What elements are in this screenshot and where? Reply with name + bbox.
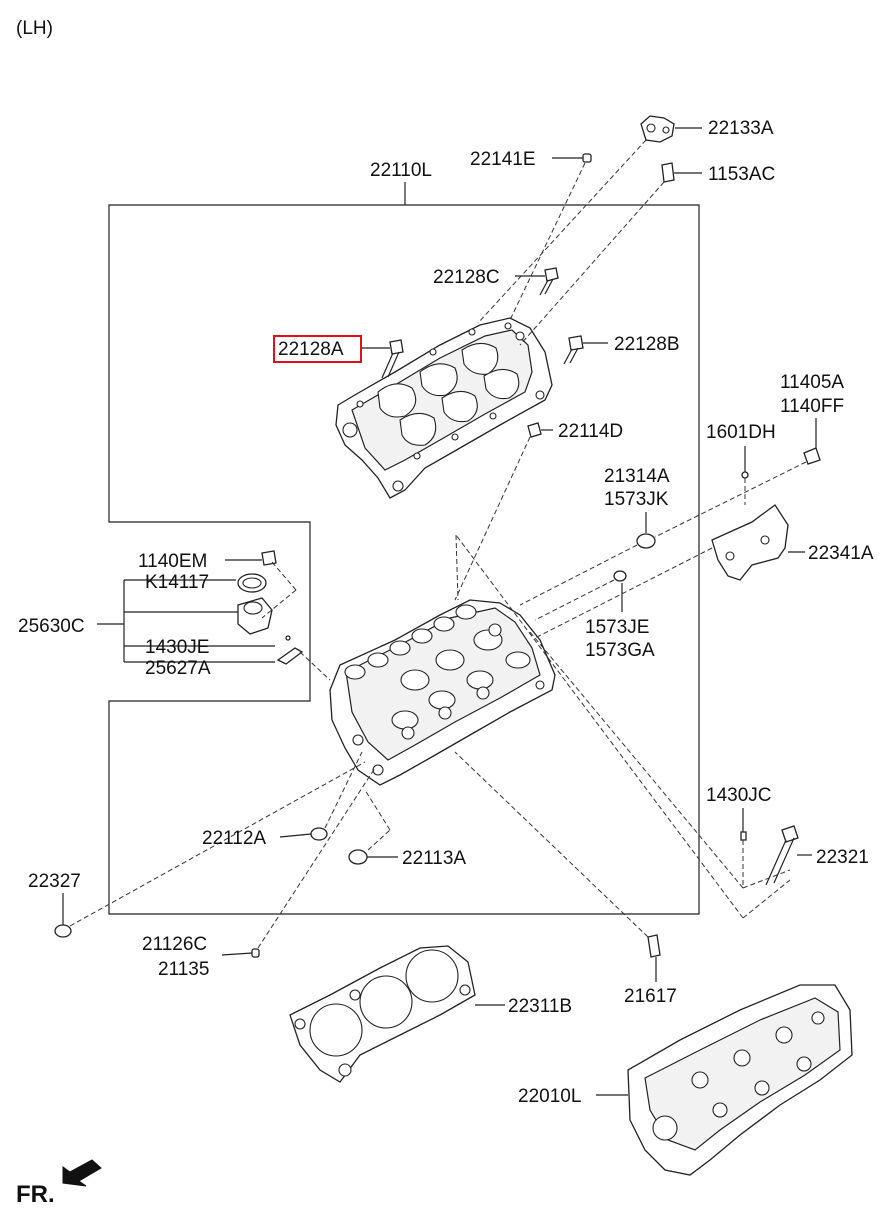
small-parts — [54, 115, 853, 1176]
callout-22133A[interactable]: 22133A — [708, 118, 774, 139]
front-label: FR. — [16, 1181, 55, 1208]
callout-21314A[interactable]: 21314A — [604, 466, 670, 487]
callout-K14117[interactable]: K14117 — [145, 572, 209, 593]
highlight-box — [273, 335, 362, 363]
callout-22113A[interactable]: 22113A — [402, 848, 466, 869]
callout-22321[interactable]: 22321 — [816, 847, 869, 868]
cam-carrier-drawing — [335, 317, 553, 499]
callout-22110L[interactable]: 22110L — [370, 160, 432, 181]
callout-22327[interactable]: 22327 — [28, 871, 81, 892]
callout-1153AC[interactable]: 1153AC — [708, 164, 775, 185]
leader-lines — [62, 127, 817, 1096]
callout-22128A[interactable]: 22128A — [278, 339, 344, 360]
view-label: (LH) — [16, 18, 53, 39]
callout-1573JE[interactable]: 1573JE — [585, 617, 649, 638]
callout-1573GA[interactable]: 1573GA — [585, 640, 655, 661]
callout-1430JC[interactable]: 1430JC — [706, 785, 772, 806]
callout-21126C[interactable]: 21126C — [142, 934, 207, 955]
callout-22128C[interactable]: 22128C — [433, 267, 500, 288]
callout-22112A[interactable]: 22112A — [202, 828, 266, 849]
callout-1140EM[interactable]: 1140EM — [138, 551, 207, 572]
callout-1140FF[interactable]: 1140FF — [780, 396, 844, 417]
callout-25627A[interactable]: 25627A — [145, 658, 211, 679]
front-direction-indicator: FR. — [16, 1159, 102, 1208]
callout-22341A[interactable]: 22341A — [808, 543, 874, 564]
front-arrow-icon — [62, 1159, 102, 1187]
part-callouts: 22110L 22133A 22141E 1153AC 22128C 22128… — [18, 118, 874, 1107]
callout-22141E[interactable]: 22141E — [470, 149, 536, 170]
callout-1601DH[interactable]: 1601DH — [706, 422, 776, 443]
callout-22128B[interactable]: 22128B — [614, 334, 680, 355]
callout-22311B[interactable]: 22311B — [508, 996, 572, 1017]
callout-22010L[interactable]: 22010L — [518, 1086, 581, 1107]
callout-21617[interactable]: 21617 — [624, 986, 677, 1007]
callout-1430JE[interactable]: 1430JE — [145, 637, 209, 658]
callout-25630C[interactable]: 25630C — [18, 616, 85, 637]
assembly-frame — [108, 182, 700, 915]
cylinder-head-drawing — [329, 599, 556, 786]
callout-21135[interactable]: 21135 — [158, 959, 209, 980]
callout-1573JK[interactable]: 1573JK — [604, 489, 669, 510]
callout-11405A[interactable]: 11405A — [780, 372, 844, 393]
callout-22114D[interactable]: 22114D — [558, 421, 623, 442]
